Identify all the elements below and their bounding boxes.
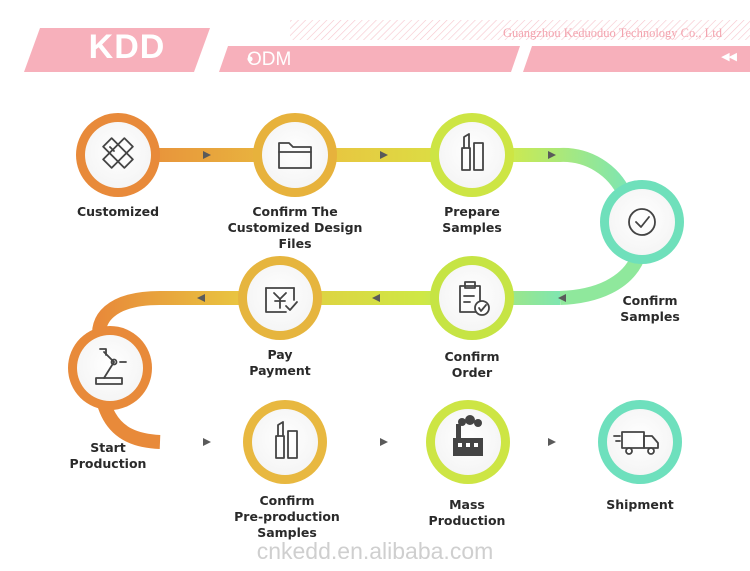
flow-arrows <box>197 151 566 446</box>
node-8-pre-production <box>243 400 327 484</box>
step-label-design-files: Confirm The Customized Design Files <box>227 204 363 251</box>
yuan-check-icon <box>265 287 298 313</box>
check-circle-icon <box>628 208 656 236</box>
lipstick-icon <box>461 133 484 171</box>
header-subtitle: ODM <box>247 49 292 70</box>
step-label-shipment: Shipment <box>606 497 674 512</box>
step-label-start-production: Start Production <box>69 440 147 471</box>
brand-logo-text: KDD <box>88 28 166 66</box>
step-label-confirm-order: Confirm Order <box>444 349 500 380</box>
step-label-pay-payment: Pay Payment <box>249 347 311 378</box>
path-row-1 <box>118 147 632 199</box>
lipstick-icon <box>275 421 298 459</box>
company-name: Guangzhou Keduoduo Technology Co., Ltd <box>502 26 722 40</box>
node-3-prepare-samples <box>430 113 514 197</box>
watermark: cnkedd.en.alibaba.com <box>256 538 494 564</box>
folder-icon <box>278 142 312 169</box>
step-label-customized: Customized <box>76 204 160 219</box>
node-2-design-files <box>253 113 337 197</box>
double-chevron-left-icon: ◀◀ <box>721 50 737 63</box>
step-label-mass-production: Mass Production <box>428 497 506 528</box>
step-label-confirm-samples: Confirm Samples <box>620 293 680 324</box>
step-label-prepare-samples: Prepare Samples <box>442 204 502 235</box>
node-10-shipment <box>598 400 682 484</box>
pencil-ruler-icon <box>102 137 134 169</box>
node-1-customized <box>76 113 160 197</box>
robot-arm-icon <box>95 348 127 385</box>
step-label-pre-production: Confirm Pre-production Samples <box>234 493 340 540</box>
factory-icon <box>453 415 483 456</box>
header-banner <box>24 20 750 72</box>
node-5-confirm-order <box>430 256 514 340</box>
node-4-confirm-samples <box>600 180 684 264</box>
truck-icon <box>613 431 659 455</box>
clipboard-check-icon <box>459 281 490 316</box>
